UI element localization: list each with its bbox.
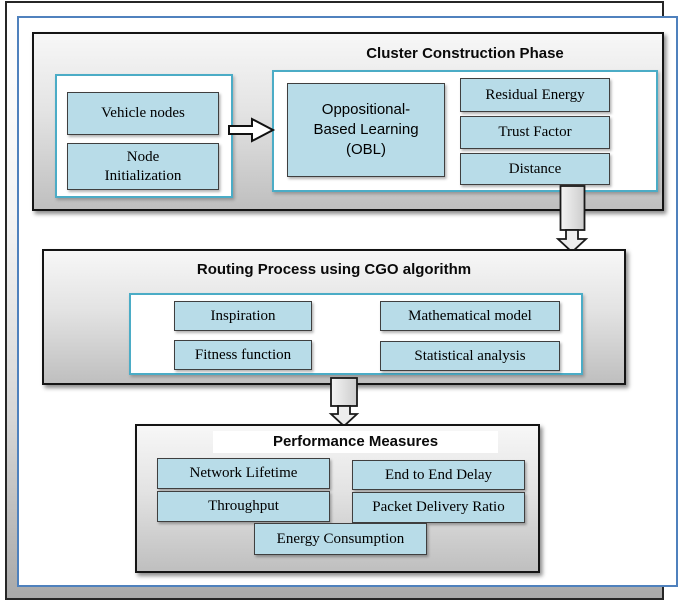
throughput-box: Throughput xyxy=(157,491,330,522)
distance-box: Distance xyxy=(460,153,610,185)
packet-delivery-ratio-box: Packet Delivery Ratio xyxy=(352,492,525,523)
mathematical-model-box: Mathematical model xyxy=(380,301,560,331)
obl-box: Oppositional-Based Learning(OBL) xyxy=(287,83,445,177)
residual-energy-box: Residual Energy xyxy=(460,78,610,112)
energy-consumption-box: Energy Consumption xyxy=(254,523,427,555)
statistical-analysis-box: Statistical analysis xyxy=(380,341,560,371)
cluster-construction-title: Cluster Construction Phase xyxy=(366,45,564,62)
inspiration-box: Inspiration xyxy=(174,301,312,331)
down-connector-routing-to-performance xyxy=(328,377,360,428)
network-lifetime-box: Network Lifetime xyxy=(157,458,330,489)
trust-factor-box: Trust Factor xyxy=(460,116,610,149)
vehicle-nodes-box: Vehicle nodes xyxy=(67,92,219,135)
performance-measures-title: Performance Measures xyxy=(213,431,498,453)
routing-process-title: Routing Process using CGO algorithm xyxy=(196,261,472,278)
fitness-function-box: Fitness function xyxy=(174,340,312,370)
right-arrow-icon xyxy=(228,117,276,143)
down-connector-cluster-to-routing xyxy=(555,185,589,254)
end-to-end-delay-box: End to End Delay xyxy=(352,460,525,490)
